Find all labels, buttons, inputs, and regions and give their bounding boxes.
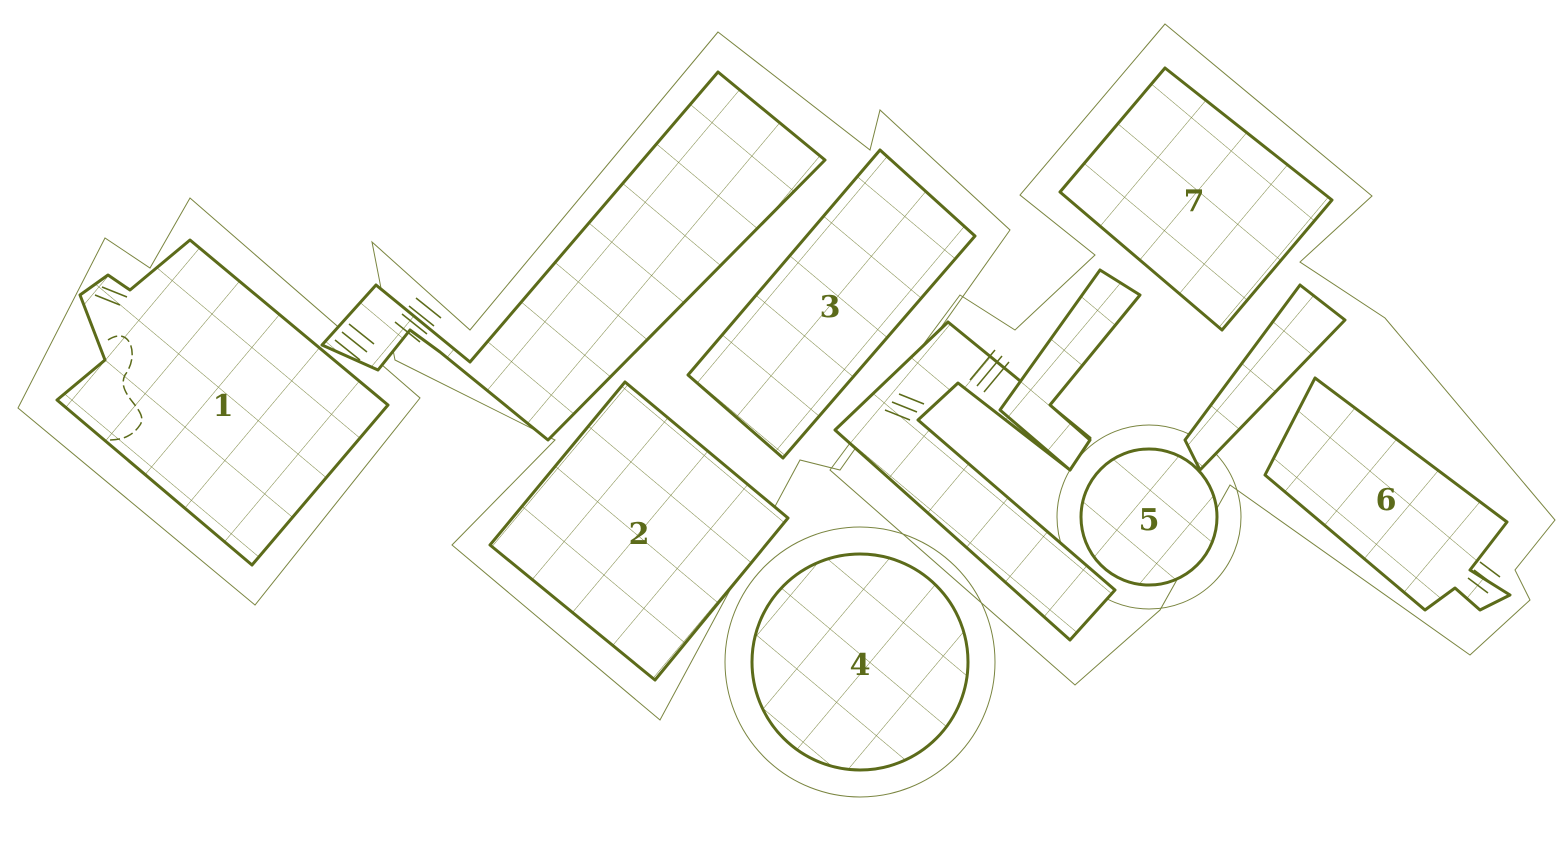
room-6-floor [1263, 376, 1512, 612]
room-7-label: 7 [1184, 184, 1205, 219]
room-4-label: 4 [850, 648, 871, 683]
room-1-floor [55, 238, 390, 567]
room-5-label: 5 [1139, 503, 1160, 538]
floors [55, 66, 1512, 772]
room-6-label: 6 [1376, 483, 1397, 518]
room-3-label: 3 [820, 290, 841, 325]
room-1-label: 1 [213, 389, 234, 424]
room-4-floor [750, 552, 970, 772]
room-2-label: 2 [629, 517, 650, 552]
room-3-floor [686, 148, 977, 460]
room-labels: 1 2 3 4 5 6 7 [213, 184, 1397, 683]
upper-corridor [320, 70, 827, 442]
stream-icon [107, 335, 143, 441]
room-5-floor [1079, 447, 1219, 587]
room-2-floor [488, 380, 790, 682]
room-7-floor [1058, 66, 1334, 332]
outer-walls [17, 23, 1556, 798]
east-corridor [998, 268, 1142, 472]
stairs [94, 286, 1501, 594]
